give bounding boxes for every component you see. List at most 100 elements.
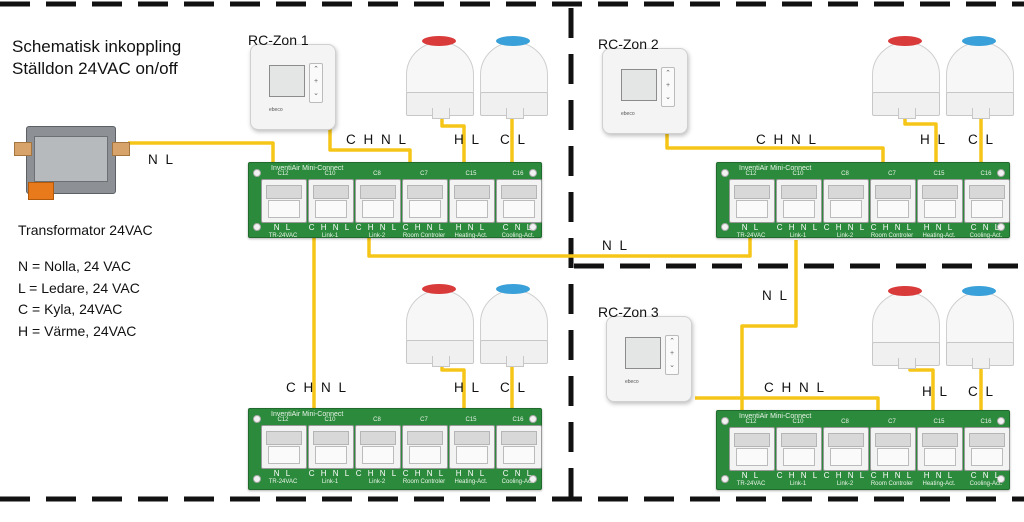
- heating-actuator-zone1: [404, 36, 474, 119]
- connector-id: C10: [792, 171, 804, 177]
- board-connector: [355, 425, 401, 469]
- board-connector: [823, 427, 869, 471]
- room-controller-zone3: ⌃+⌄ ebeco: [606, 316, 692, 402]
- board-connector: [964, 179, 1010, 223]
- board-connector: [917, 179, 963, 223]
- connector-port-label: Heating-Act.: [454, 479, 488, 485]
- transformer-label: Transformator 24VAC: [18, 222, 153, 238]
- connector-pin-label: C H N L: [776, 471, 820, 480]
- zone3-label: RC-Zon 3: [598, 304, 659, 320]
- rc-brand: ebeco: [269, 107, 283, 113]
- connector-pin-label: C H N L: [402, 223, 446, 232]
- wire-label-chnl-zone1: C H N L: [346, 132, 409, 147]
- connector-id: C12: [277, 417, 289, 423]
- wire-label-nl-zone3: N L: [762, 288, 790, 303]
- connector-id: C16: [512, 417, 524, 423]
- rc-brand: ebeco: [621, 111, 635, 117]
- connector-port-label: Link-1: [321, 233, 339, 239]
- board-connector: [776, 427, 822, 471]
- connector-pin-label: N L: [741, 471, 761, 480]
- wire-label-cl-bottom-left: C L: [500, 380, 528, 395]
- board-connector: [964, 427, 1010, 471]
- board-connector: [729, 179, 775, 223]
- connector-pin-label: C H N L: [776, 223, 820, 232]
- cooling-actuator-zone3: [944, 286, 1014, 369]
- connector-port-label: Room Controler: [870, 233, 914, 239]
- connector-id: C15: [465, 171, 477, 177]
- connector-pin-label: C H N L: [823, 223, 867, 232]
- heating-actuator-zone1b: [404, 284, 474, 367]
- cooling-actuator-zone1b: [478, 284, 548, 367]
- connector-port-label: Heating-Act.: [922, 233, 956, 239]
- heating-actuator-zone2: [870, 36, 940, 119]
- connector-id: C10: [324, 171, 336, 177]
- legend-item-n: N = Nolla, 24 VAC: [18, 258, 131, 274]
- connector-port-label: Link-2: [836, 481, 854, 487]
- board-name: InventiAir Mini-Connect: [739, 165, 812, 172]
- connector-port-label: TR-24VAC: [268, 233, 298, 239]
- connector-port-label: Cooling-Act.: [501, 233, 535, 239]
- diagram-title: Schematisk inkoppling Ställdon 24VAC on/…: [12, 36, 181, 80]
- wire-zone2-zone3: [740, 240, 798, 432]
- connector-id: C7: [888, 171, 896, 177]
- connector-port-label: Cooling-Act.: [969, 233, 1003, 239]
- connector-port-label: TR-24VAC: [736, 233, 766, 239]
- connector-id: C8: [373, 417, 381, 423]
- board-connector: [261, 425, 307, 469]
- connector-port-label: Heating-Act.: [922, 481, 956, 487]
- legend: N = Nolla, 24 VAC L = Ledare, 24 VAC C =…: [18, 256, 140, 342]
- zone1-label: RC-Zon 1: [248, 32, 309, 48]
- connector-pin-label: C N L: [970, 223, 1002, 232]
- board-connector: [917, 427, 963, 471]
- connector-port-label: TR-24VAC: [736, 481, 766, 487]
- connector-pin-label: C H N L: [402, 469, 446, 478]
- rc-brand: ebeco: [625, 379, 639, 385]
- connector-pin-label: H N L: [923, 223, 955, 232]
- board-connector: [823, 179, 869, 223]
- connector-port-label: Cooling-Act.: [969, 481, 1003, 487]
- heating-actuator-zone3: [870, 286, 940, 369]
- board-connector: [449, 425, 495, 469]
- wire-label-hl-zone1: H L: [454, 132, 482, 147]
- connector-port-label: Link-2: [368, 479, 386, 485]
- legend-item-l: L = Ledare, 24 VAC: [18, 279, 140, 296]
- connector-id: C15: [933, 419, 945, 425]
- wire-act-heat-1: [440, 118, 466, 182]
- cooling-actuator-zone2: [944, 36, 1014, 119]
- connector-port-label: Link-1: [321, 479, 339, 485]
- wire-label-chnl-zone3: C H N L: [764, 380, 827, 395]
- zone2-label: RC-Zon 2: [598, 36, 659, 52]
- connector-id: C12: [745, 171, 757, 177]
- connector-pin-label: C H N L: [870, 223, 914, 232]
- connector-pin-label: H N L: [455, 469, 487, 478]
- connector-id: C8: [841, 171, 849, 177]
- wire-label-cl-zone3: C L: [968, 384, 996, 399]
- connector-id: C8: [841, 419, 849, 425]
- board-connector: [496, 425, 542, 469]
- wire-label-hl-zone2: H L: [920, 132, 948, 147]
- room-controller-zone1: ⌃+⌄ ebeco: [250, 44, 336, 130]
- connector-port-label: Room Controler: [402, 233, 446, 239]
- connector-pin-label: C H N L: [355, 223, 399, 232]
- legend-item-h: H = Värme, 24VAC: [18, 322, 137, 339]
- wire-label-nl-link: N L: [602, 238, 630, 253]
- connector-id: C12: [277, 171, 289, 177]
- connector-pin-label: H N L: [923, 471, 955, 480]
- connector-pin-label: C H N L: [870, 471, 914, 480]
- connector-id: C15: [933, 171, 945, 177]
- board-connector: [261, 179, 307, 223]
- connector-pin-label: C N L: [502, 469, 534, 478]
- board-connector: [402, 179, 448, 223]
- board-name: InventiAir Mini-Connect: [271, 411, 344, 418]
- wire-label-chnl-zone2: C H N L: [756, 132, 819, 147]
- wire-label-hl-bottom-left: H L: [454, 380, 482, 395]
- connector-pin-label: H N L: [455, 223, 487, 232]
- cooling-actuator-zone1: [478, 36, 548, 119]
- wire-label-nl-transformer: N L: [148, 152, 176, 167]
- board-connector: [355, 179, 401, 223]
- board-connector: [402, 425, 448, 469]
- connector-pin-label: C H N L: [823, 471, 867, 480]
